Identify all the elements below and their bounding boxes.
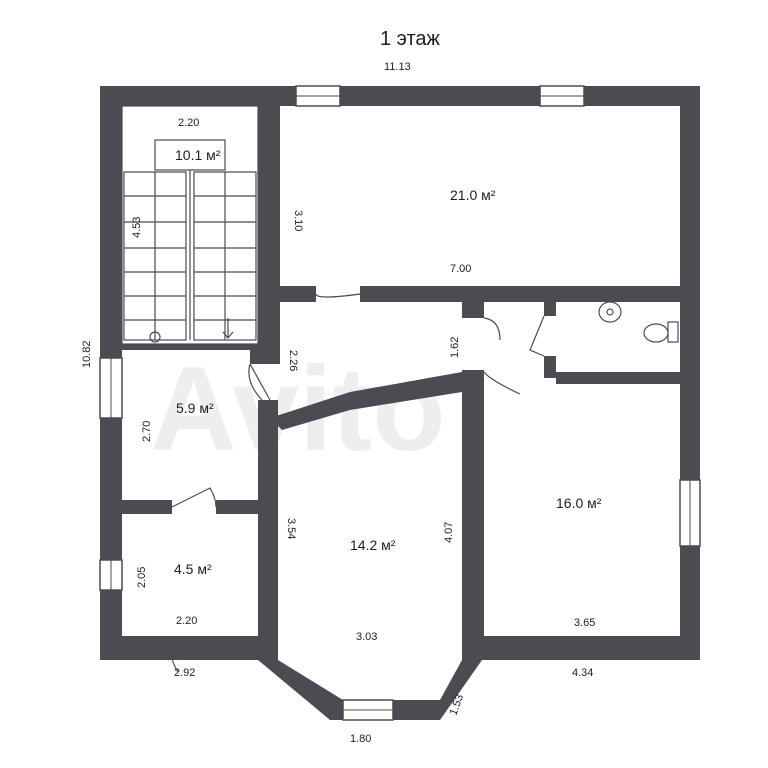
storage-top-wall-b — [216, 500, 258, 514]
dim-right-width: 3.65 — [574, 617, 595, 629]
bath-bottom-wall — [556, 372, 680, 384]
stair-start-icon — [149, 331, 161, 343]
dim-bottom-left: 2.92 — [174, 667, 195, 679]
dim-corridor: 2.26 — [287, 350, 299, 371]
dim-living-width: 7.00 — [450, 263, 471, 275]
door-corridor — [315, 293, 361, 298]
door-right-room — [483, 371, 521, 395]
dim-stair-length: 4.53 — [131, 217, 143, 238]
staircase — [121, 105, 259, 345]
corridor-bottom-wall — [270, 392, 350, 430]
outer-wall-right — [680, 86, 700, 660]
living-bottom-wall-b — [360, 286, 680, 302]
living-bottom-wall-a — [280, 286, 316, 302]
bay-wall-right — [440, 660, 482, 720]
walls — [100, 86, 700, 720]
door-wc — [529, 315, 545, 357]
dim-stair-width: 2.20 — [178, 117, 199, 129]
bath-left-wall-lower — [462, 370, 484, 636]
dim-center-height: 3.54 — [285, 518, 297, 539]
door-storage — [171, 487, 217, 508]
stair-hall-wall — [122, 344, 258, 350]
dim-hall-height: 2.70 — [141, 421, 153, 442]
dim-top: 11.13 — [384, 61, 411, 73]
room-area-living: 21.0 м² — [450, 187, 496, 203]
stair-arrow-icon — [222, 318, 234, 339]
stair-right-wall — [258, 86, 280, 356]
doors — [171, 293, 545, 673]
toilet-icon — [643, 321, 679, 343]
hall-right-wall-top — [250, 350, 280, 364]
dimension-labels: 11.13 10.82 2.20 4.53 3.10 7.00 2.26 1.6… — [81, 61, 595, 745]
door-bath — [483, 317, 501, 341]
storage-top-wall-a — [122, 500, 172, 514]
windows — [99, 85, 701, 721]
bath-inner-wall — [544, 302, 556, 316]
dim-storage-height: 2.05 — [136, 567, 148, 588]
room-area-center: 14.2 м² — [350, 537, 396, 553]
door-hall — [248, 363, 271, 401]
dim-bottom-right: 4.34 — [572, 667, 593, 679]
room-area-right: 16.0 м² — [556, 495, 602, 511]
room-labels: 10.1 м² 21.0 м² 5.9 м² 4.5 м² 14.2 м² 16… — [174, 147, 602, 577]
room-area-stairs: 10.1 м² — [175, 147, 221, 163]
dim-living-height: 3.10 — [292, 210, 304, 231]
outer-wall-bottom-left — [100, 636, 278, 660]
floor-title: 1 этаж — [380, 28, 441, 50]
hall-right-wall — [258, 400, 278, 636]
bath-inner-wall-lower — [544, 356, 556, 378]
outer-wall-bottom-right — [462, 636, 700, 660]
corridor-bottom-wall-b — [350, 372, 462, 410]
dim-center-right-height: 4.07 — [443, 522, 455, 543]
dim-bath: 1.62 — [449, 337, 461, 358]
room-area-hall: 5.9 м² — [176, 400, 214, 416]
dim-bay-width: 1.80 — [350, 733, 371, 745]
bath-fixtures — [598, 301, 679, 343]
outer-wall-top — [100, 86, 700, 106]
door-exterior — [171, 647, 179, 673]
dim-left: 10.82 — [81, 340, 93, 368]
bath-left-wall — [462, 302, 484, 318]
dim-storage-width: 2.20 — [176, 615, 197, 627]
bay-wall-left — [258, 660, 343, 720]
room-area-storage: 4.5 м² — [174, 561, 212, 577]
dim-center-width: 3.03 — [356, 631, 377, 643]
